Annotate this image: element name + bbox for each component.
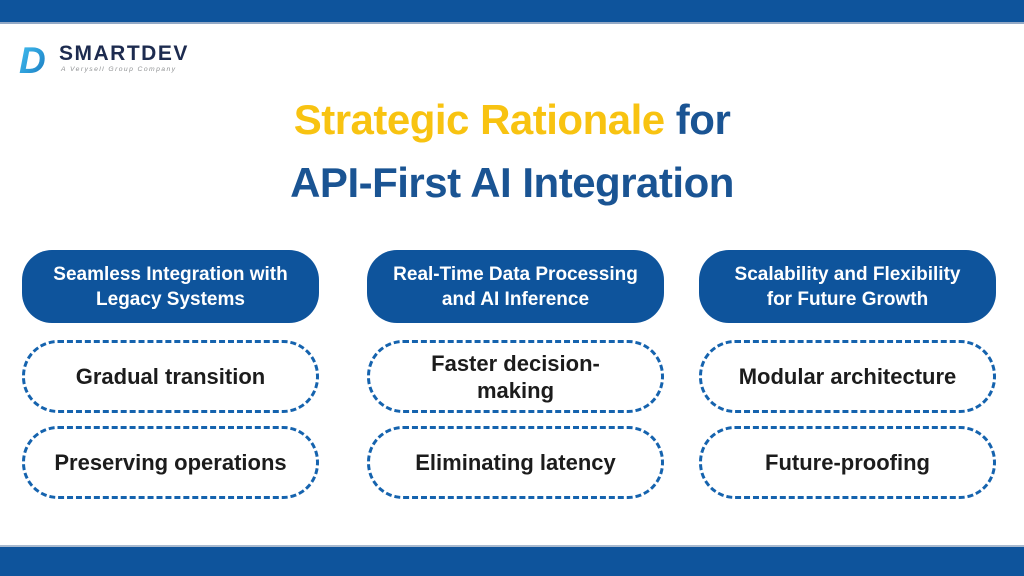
column-header-pill: Seamless Integration with Legacy Systems <box>22 250 319 323</box>
column-header-pill: Real-Time Data Processing and AI Inferen… <box>367 250 664 323</box>
benefit-pill-gradual-transition: Gradual transition <box>22 340 319 413</box>
benefit-pill-eliminating-latency: Eliminating latency <box>367 426 664 499</box>
title-line1-rest: for <box>664 96 731 143</box>
smartdev-d-icon: D <box>19 40 46 80</box>
column-legacy-systems: Seamless Integration with Legacy Systems… <box>22 250 319 512</box>
title-highlight: Strategic Rationale <box>293 96 665 143</box>
page-title-line2: API-First AI Integration <box>290 159 734 206</box>
benefit-pill-future-proofing: Future-proofing <box>699 426 996 499</box>
bottom-accent-bar <box>0 545 1024 576</box>
page-title-line1: Strategic Rationale for <box>0 88 1024 151</box>
column-realtime-processing: Real-Time Data Processing and AI Inferen… <box>367 250 664 512</box>
column-header-pill: Scalability and Flexibility for Future G… <box>699 250 996 323</box>
benefit-pill-preserving-operations: Preserving operations <box>22 426 319 499</box>
logo-wordmark: SMARTDEV <box>59 42 189 65</box>
smartdev-logo: D SMARTDEV A Verysell Group Company <box>18 40 189 80</box>
logo-tagline: A Verysell Group Company <box>61 66 177 73</box>
svg-text:D: D <box>19 40 46 80</box>
benefit-pill-faster-decision-making: Faster decision- making <box>367 340 664 413</box>
benefit-pill-modular-architecture: Modular architecture <box>699 340 996 413</box>
top-accent-bar <box>0 0 1024 24</box>
column-scalability-flexibility: Scalability and Flexibility for Future G… <box>699 250 996 512</box>
logo-text-block: SMARTDEV A Verysell Group Company <box>59 40 189 74</box>
page-title: Strategic Rationale for API-First AI Int… <box>0 88 1024 214</box>
